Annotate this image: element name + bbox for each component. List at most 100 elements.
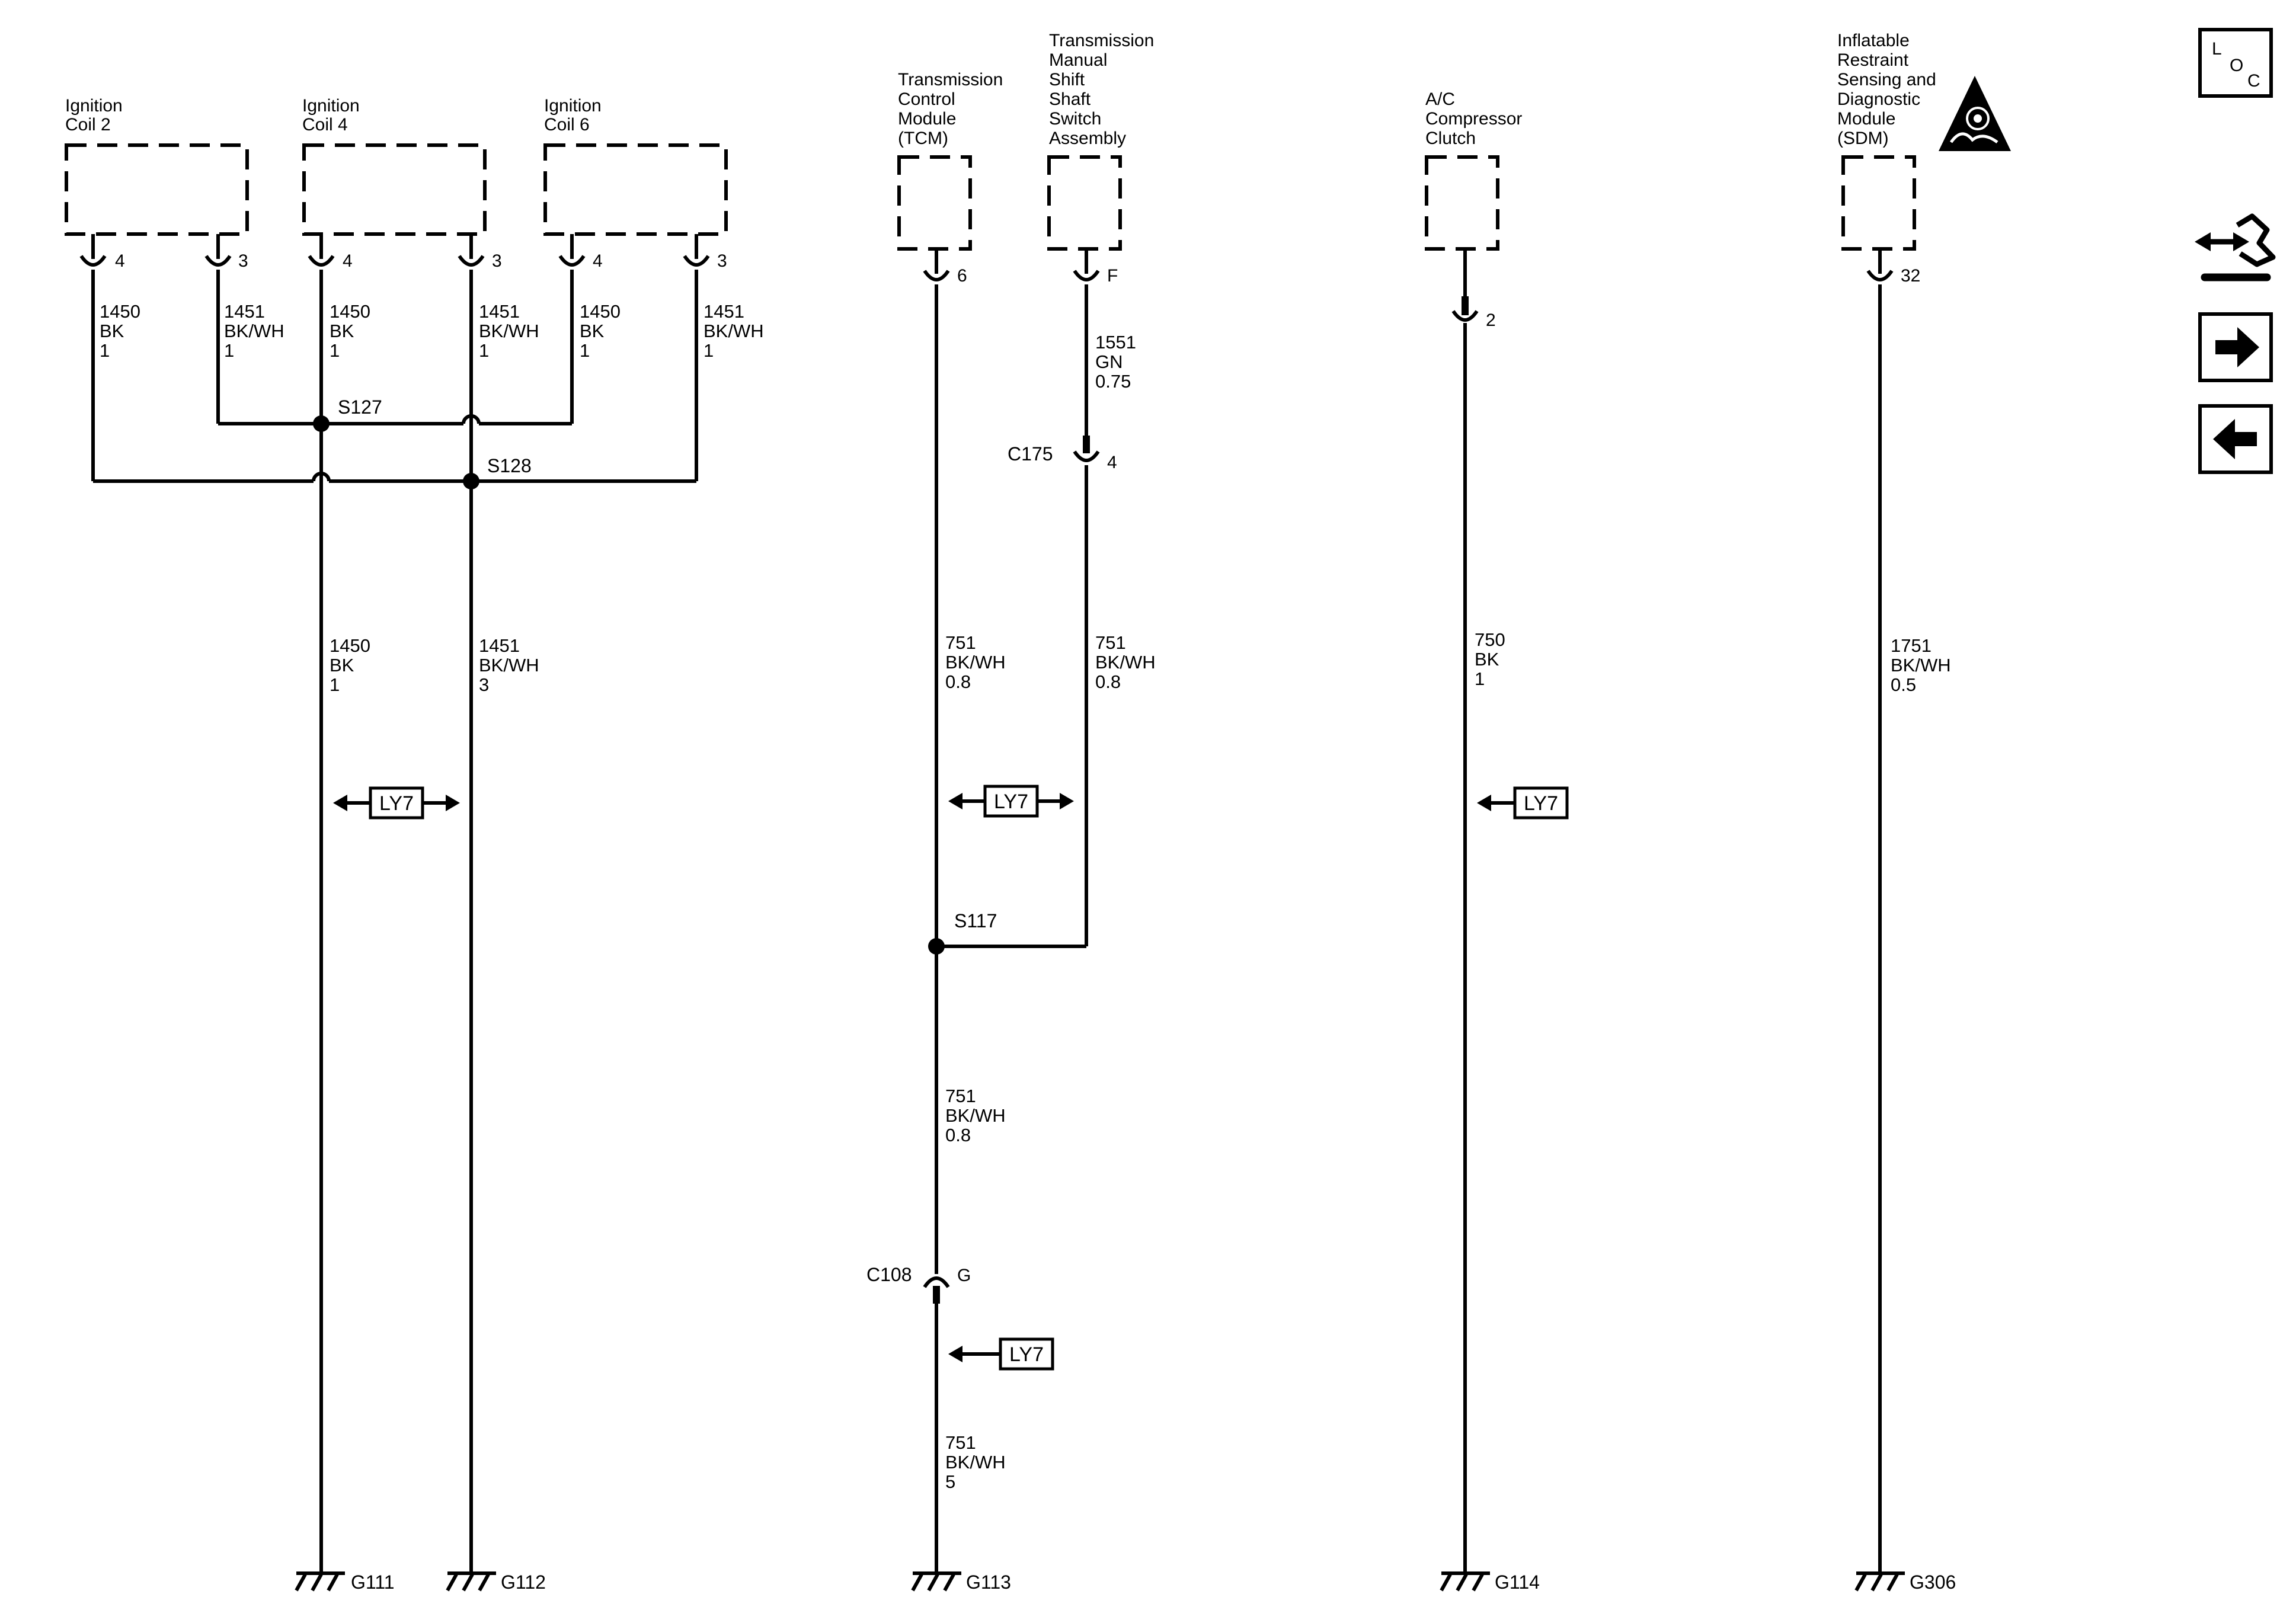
component-label-line: Restraint	[1837, 50, 1909, 70]
pin-number: F	[1107, 266, 1118, 286]
pin-number: 4	[593, 251, 603, 271]
component-label-line: Module	[898, 109, 956, 129]
component-label-ignition-coil-4: Ignition Coil 4	[302, 96, 360, 135]
component-label-ac-compressor-clutch: A/C Compressor Clutch	[1425, 89, 1522, 148]
ground-symbol-g113	[911, 1571, 961, 1592]
svg-text:1: 1	[224, 340, 234, 361]
svg-text:5: 5	[945, 1471, 955, 1492]
svg-text:BK/WH: BK/WH	[1891, 655, 1951, 676]
svg-text:GN: GN	[1095, 351, 1123, 372]
terminal-coil4-pin4	[308, 234, 335, 267]
component-label-line: Transmission	[1049, 31, 1154, 50]
svg-text:1451: 1451	[479, 635, 520, 656]
svg-text:LY7: LY7	[994, 790, 1028, 813]
svg-text:BK/WH: BK/WH	[703, 321, 764, 341]
svg-text:1: 1	[100, 340, 110, 361]
component-label-line: Shift	[1049, 70, 1085, 89]
wire-label-coil6-pin3: 1451 BK/WH 1	[703, 301, 764, 361]
svg-text:BK: BK	[100, 321, 124, 341]
component-label-line: Inflatable	[1837, 31, 1910, 50]
component-label-line: Module	[1837, 109, 1895, 129]
splice-label-s128: S128	[487, 455, 532, 476]
wire-label-coil6-pin4: 1450 BK 1	[580, 301, 621, 361]
splice-label-s127: S127	[338, 396, 382, 418]
component-label-line: Ignition	[302, 96, 360, 116]
svg-text:0.75: 0.75	[1095, 371, 1131, 392]
pin-number: 3	[238, 251, 248, 271]
connector-label-c175: C175	[1008, 443, 1053, 465]
ignition-coil-4-box	[302, 143, 487, 236]
svg-text:BK: BK	[330, 321, 354, 341]
wire-label-g111: 1450 BK 1	[330, 635, 370, 695]
svg-text:BK/WH: BK/WH	[945, 1105, 1006, 1126]
svg-text:1451: 1451	[479, 301, 520, 322]
ground-symbol-g112	[446, 1571, 496, 1592]
arrow-left-icon[interactable]	[2198, 404, 2273, 474]
component-label-line: Clutch	[1425, 129, 1476, 148]
ground-label-g111: G111	[351, 1571, 395, 1593]
splice-s128-dot	[463, 473, 479, 489]
component-label-line: Compressor	[1425, 109, 1522, 129]
svg-text:BK/WH: BK/WH	[1095, 652, 1156, 673]
option-tag-ly7-coils: LY7	[333, 786, 460, 820]
component-label-line: A/C	[1425, 89, 1455, 109]
component-label-line: Ignition	[544, 96, 602, 116]
svg-text:BK: BK	[1475, 649, 1499, 670]
svg-text:BK/WH: BK/WH	[224, 321, 284, 341]
svg-text:0.5: 0.5	[1891, 674, 1916, 695]
ground-label-g113: G113	[966, 1571, 1011, 1593]
component-label-line: Coil 6	[544, 115, 590, 135]
loc-button[interactable]: L O C	[2198, 28, 2273, 98]
ground-label-g112: G112	[501, 1571, 546, 1593]
svg-text:751: 751	[945, 1432, 976, 1453]
component-label-line: Ignition	[65, 96, 123, 116]
option-tag-ly7-ac: LY7	[1477, 786, 1569, 820]
pin-number: 4	[1107, 453, 1117, 472]
component-label-line: Manual	[1049, 50, 1107, 70]
ignition-coil-2-box	[65, 143, 249, 236]
tcm-box	[897, 155, 972, 251]
pin-number: 3	[492, 251, 502, 271]
ground-label-g114: G114	[1495, 1571, 1540, 1593]
manual-shift-switch-box	[1047, 155, 1122, 251]
connector-c108-cup	[923, 1276, 950, 1288]
component-label-ignition-coil-6: Ignition Coil 6	[544, 96, 602, 135]
component-label-tcm: Transmission Control Module (TCM)	[898, 70, 1003, 148]
svg-text:LY7: LY7	[1524, 792, 1558, 815]
component-label-sdm: Inflatable Restraint Sensing and Diagnos…	[1837, 31, 1936, 148]
arrow-right-icon[interactable]	[2198, 312, 2273, 382]
terminal-tmss-pinf	[1073, 249, 1100, 281]
svg-text:BK/WH: BK/WH	[479, 655, 539, 676]
terminal-ac-pin2	[1451, 249, 1479, 322]
pin-number: 4	[115, 251, 125, 271]
terminal-tcm-pin6	[923, 249, 950, 281]
svg-text:LY7: LY7	[1009, 1343, 1044, 1366]
wire-label-sdm: 1751 BK/WH 0.5	[1891, 635, 1951, 695]
splice-s117-dot	[928, 938, 945, 955]
sdm-box	[1841, 155, 1916, 251]
option-tag-ly7-c108: LY7	[948, 1337, 1054, 1371]
connector-tool-icon[interactable]	[2195, 213, 2276, 281]
wire-label-ac: 750 BK 1	[1475, 629, 1505, 689]
terminal-coil2-pin3	[204, 234, 232, 267]
wire-label-tcm-upper: 751 BK/WH 0.8	[945, 632, 1006, 692]
connector-label-c108: C108	[866, 1264, 912, 1285]
splice-s127-dot	[313, 415, 330, 432]
ground-label-g306: G306	[1910, 1571, 1956, 1593]
wire-label-coil2-pin4: 1450 BK 1	[100, 301, 140, 361]
component-label-line: Sensing and	[1837, 70, 1936, 89]
svg-text:751: 751	[1095, 632, 1126, 653]
component-label-line: (SDM)	[1837, 129, 1889, 148]
component-label-line: Assembly	[1049, 129, 1126, 148]
svg-text:1451: 1451	[703, 301, 744, 322]
terminal-coil6-pin4	[558, 234, 586, 267]
svg-text:1: 1	[703, 340, 714, 361]
svg-text:1451: 1451	[224, 301, 265, 322]
splice-label-s117: S117	[954, 910, 997, 932]
svg-text:C: C	[2247, 71, 2260, 91]
pin-number: 3	[717, 251, 727, 271]
svg-text:1: 1	[1475, 668, 1485, 689]
terminal-sdm-pin32	[1866, 249, 1894, 281]
component-label-line: Transmission	[898, 70, 1003, 89]
